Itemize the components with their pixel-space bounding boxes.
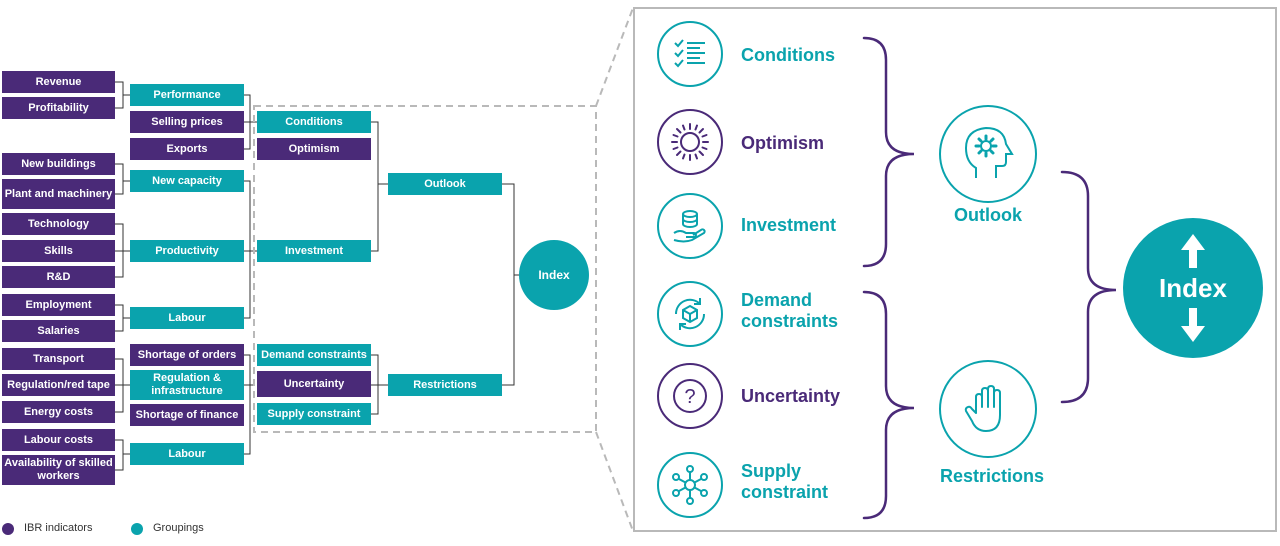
grouping-shortage-of-orders: Shortage of orders (130, 344, 244, 366)
indicator-energy-costs: Energy costs (2, 401, 115, 423)
legend-groupings-label: Groupings (153, 522, 204, 534)
panel-label-optimism: Optimism (741, 133, 825, 153)
indicator-employment: Employment (2, 294, 115, 316)
panel-label-supply-constraint: Supply constraint (741, 461, 829, 502)
uncertainty-question-icon: ? (657, 363, 723, 429)
grouping-demand-constraints: Demand constraints (257, 344, 371, 366)
panel-label-uncertainty: Uncertainty (741, 386, 841, 406)
grouping-optimism: Optimism (257, 138, 371, 160)
grouping-restrictions: Restrictions (388, 374, 502, 396)
up-down-arrows-icon (1181, 234, 1205, 342)
optimism-sun-icon (657, 109, 723, 175)
indicator-profitability: Profitability (2, 97, 115, 119)
grouping-uncertainty: Uncertainty (257, 371, 371, 397)
question-mark-glyph: ? (684, 386, 695, 408)
legend-ibr-dot (2, 523, 14, 535)
conditions-checklist-icon (657, 21, 723, 87)
grouping-investment: Investment (257, 240, 371, 262)
grouping-exports: Exports (130, 138, 244, 160)
indicator-salaries: Salaries (2, 320, 115, 342)
indicator-labour-costs: Labour costs (2, 429, 115, 451)
panel-label-outlook: Outlook (954, 205, 1022, 225)
indicator-revenue: Revenue (2, 71, 115, 93)
legend-ibr-label: IBR indicators (24, 522, 93, 534)
panel-label-restrictions: Restrictions (940, 466, 1045, 486)
outlook-head-gear-icon (939, 105, 1037, 203)
indicator-regulation-red-tape: Regulation/red tape (2, 374, 115, 396)
demand-cycle-box-icon (657, 281, 723, 347)
panel-label-demand-constraints: Demand constraints (741, 290, 839, 331)
grouping-productivity: Productivity (130, 240, 244, 262)
grouping-labour-2: Labour (130, 443, 244, 465)
legend-groupings-dot (131, 523, 143, 535)
indicator-plant-machinery: Plant and machinery (2, 179, 115, 209)
panel-label-conditions: Conditions (741, 45, 835, 65)
indicator-technology: Technology (2, 213, 115, 235)
indicator-skills: Skills (2, 240, 115, 262)
grouping-performance: Performance (130, 84, 244, 106)
indicator-transport: Transport (2, 348, 115, 370)
indicator-availability-skilled-workers: Availability of skilled workers (2, 455, 115, 485)
grouping-conditions: Conditions (257, 111, 371, 133)
panel-index-circle: Index (1123, 218, 1263, 358)
grouping-selling-prices: Selling prices (130, 111, 244, 133)
investment-coins-hand-icon (657, 193, 723, 259)
grouping-new-capacity: New capacity (130, 170, 244, 192)
panel-index-label: Index (1159, 272, 1227, 303)
indicator-new-buildings: New buildings (2, 153, 115, 175)
grouping-labour-1: Labour (130, 307, 244, 329)
index-node: Index (519, 240, 589, 310)
supply-network-icon (657, 452, 723, 518)
panel-label-investment: Investment (741, 215, 837, 235)
restrictions-hand-icon (939, 360, 1037, 458)
grouping-regulation-infrastructure: Regulation & infrastructure (130, 370, 244, 400)
grouping-outlook: Outlook (388, 173, 502, 195)
grouping-shortage-of-finance: Shortage of finance (130, 404, 244, 426)
grouping-supply-constraint: Supply constraint (257, 403, 371, 425)
indicator-rnd: R&D (2, 266, 115, 288)
